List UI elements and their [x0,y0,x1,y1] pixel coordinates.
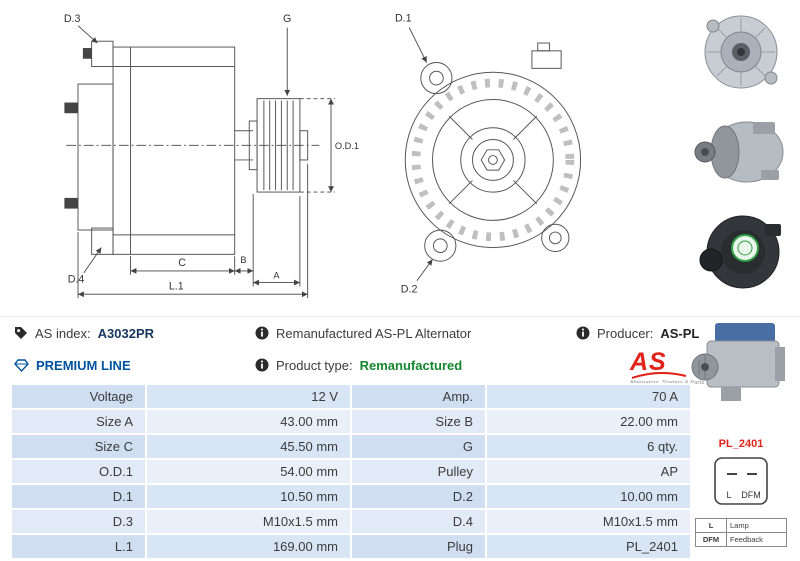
terminal-block [531,50,562,69]
dim-label-d3: D.3 [64,13,81,25]
side-view-drawing: D.3 G O.D.1 C B A L.1 D.4 [64,13,359,299]
alternator-body-outline [64,40,236,255]
legend-row: L Lamp [695,518,787,533]
product-type-value: Remanufactured [359,357,463,373]
dim-label-d2: D.2 [401,283,418,295]
spec-value: 45.50 mm [145,433,352,460]
spec-value: 70 A [485,383,692,410]
as-pl-logo: AS Alternators, Starters & Parts [630,350,710,387]
spec-value: 169.00 mm [145,533,352,560]
spec-key: D.1 [10,483,147,510]
spec-key: Amp. [350,383,487,410]
spec-value: 10.50 mm [145,483,352,510]
spec-key: D.2 [350,483,487,510]
hub-nut [460,127,526,193]
plug-pin-right-label: DFM [741,490,761,500]
as-logo-text: AS [630,348,667,376]
tag-icon [15,327,27,339]
table-row: Voltage 12 V Amp. 70 A [10,383,692,410]
producer-field: Producer: AS-PL [576,317,699,349]
vent-slots [411,78,575,242]
info-row-1: AS index: A3032PR Remanufactured AS-PL A… [0,317,800,349]
info-circle-icon [255,358,269,372]
spec-value: M10x1.5 mm [145,508,352,535]
spec-key: Plug [350,533,487,560]
spec-value: PL_2401 [485,533,692,560]
dim-label-b: B [240,255,246,265]
as-index-field: AS index: A3032PR [14,317,154,349]
producer-value: AS-PL [660,325,700,341]
legend-row: DFM Feedback [695,532,787,547]
table-row: Size C 45.50 mm G 6 qty. [10,433,692,460]
spec-key: Pulley [350,458,487,485]
premium-line-field: PREMIUM LINE [14,349,131,381]
plug-code-label: PL_2401 [718,438,764,450]
plug-connector-diagram: L DFM [714,457,768,505]
premium-line-label: PREMIUM LINE [36,357,131,373]
spec-key: D.4 [350,508,487,535]
spokes [448,115,538,205]
housing-outline [404,71,582,249]
mounting-ears [420,62,570,262]
spec-key: Size C [10,433,147,460]
dim-label-g: G [283,13,291,25]
spec-key: G [350,433,487,460]
spec-key: O.D.1 [10,458,147,485]
table-row: L.1 169.00 mm Plug PL_2401 [10,533,692,560]
table-row: Size A 43.00 mm Size B 22.00 mm [10,408,692,435]
table-row: D.1 10.50 mm D.2 10.00 mm [10,483,692,510]
legend-pin: DFM [695,532,727,547]
spec-table: Voltage 12 V Amp. 70 A Size A 43.00 mm S… [10,383,692,560]
spec-key: Size B [350,408,487,435]
product-type-label: Product type: [276,357,353,373]
pulley-outline [234,98,309,193]
plug-pin-left-label: L [726,490,731,500]
dim-label-d1: D.1 [395,13,412,25]
as-index-value: A3032PR [97,325,155,341]
spec-value: AP [485,458,692,485]
pin-legend-table: L Lamp DFM Feedback [695,518,787,547]
legend-desc: Lamp [726,518,787,533]
info-circle-icon [576,326,590,340]
spec-value: 10.00 mm [485,483,692,510]
table-row: O.D.1 54.00 mm Pulley AP [10,458,692,485]
dim-label-od1: O.D.1 [335,141,359,151]
as-logo-swoosh [631,372,687,379]
diamond-icon [14,358,29,372]
spec-key: L.1 [10,533,147,560]
spec-key: Voltage [10,383,147,410]
remanufactured-text: Remanufactured AS-PL Alternator [276,325,472,341]
spec-value: 6 qty. [485,433,692,460]
spec-key: Size A [10,408,147,435]
dim-label-a: A [273,271,280,281]
front-view-drawing: D.1 D.2 [395,13,582,295]
product-photo-black [689,206,793,298]
info-row-2: PREMIUM LINE Product type: Remanufacture… [0,349,800,386]
product-photo-side [689,306,793,424]
product-photo-front [689,6,793,98]
spec-value: 22.00 mm [485,408,692,435]
product-type-field: Product type: Remanufactured [255,349,462,381]
product-photo-angled [689,106,793,198]
as-index-label: AS index: [35,325,91,341]
legend-pin: L [695,518,727,533]
producer-label: Producer: [597,325,654,341]
table-row: D.3 M10x1.5 mm D.4 M10x1.5 mm [10,508,692,535]
spec-value: M10x1.5 mm [485,508,692,535]
spec-key: D.3 [10,508,147,535]
info-circle-icon [255,326,269,340]
dim-label-c: C [178,257,186,269]
as-logo-tagline: Alternators, Starters & Parts [630,380,705,386]
spec-value: 43.00 mm [145,408,352,435]
spec-value: 12 V [145,383,352,410]
legend-desc: Feedback [726,532,787,547]
spec-value: 54.00 mm [145,458,352,485]
product-side-panel: PL_2401 L DFM L Lamp DFM Feedback [688,6,794,547]
remanufactured-field: Remanufactured AS-PL Alternator [255,317,471,349]
product-info-bar: AS index: A3032PR Remanufactured AS-PL A… [0,316,800,386]
dim-label-l1: L.1 [169,280,184,292]
dim-label-d4: D.4 [68,274,85,286]
